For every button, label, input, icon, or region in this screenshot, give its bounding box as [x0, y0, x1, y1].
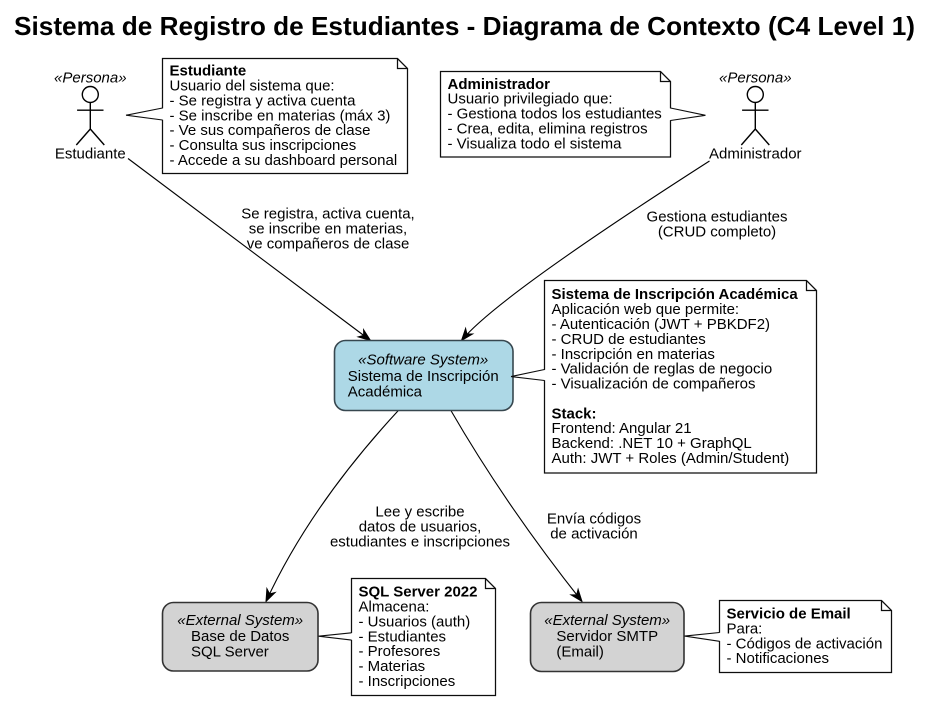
svg-text:- Ve sus compañeros de clase: - Ve sus compañeros de clase [170, 122, 371, 139]
svg-text:Servicio de Email: Servicio de Email [727, 606, 851, 623]
svg-text:- Inscripción en materias: - Inscripción en materias [552, 346, 715, 363]
svg-text:Usuario del sistema que:: Usuario del sistema que: [170, 78, 335, 95]
svg-text:Almacena:: Almacena: [359, 599, 430, 616]
svg-text:- Inscripciones: - Inscripciones [359, 673, 456, 690]
svg-text:- Consulta sus inscripciones: - Consulta sus inscripciones [170, 137, 357, 154]
svg-text:Gestiona estudiantes: Gestiona estudiantes [647, 209, 788, 226]
svg-text:- Se inscribe en materias (máx: - Se inscribe en materias (máx 3) [170, 107, 391, 124]
svg-text:Servidor SMTP: Servidor SMTP [556, 628, 658, 645]
svg-text:Base de Datos: Base de Datos [191, 628, 289, 645]
svg-text:Aplicación web que permite:: Aplicación web que permite: [552, 301, 740, 318]
svg-text:Estudiante: Estudiante [55, 146, 126, 163]
svg-text:- Códigos de activación: - Códigos de activación [727, 635, 883, 652]
svg-text:«External System»: «External System» [544, 612, 670, 629]
svg-text:- Accede a su dashboard person: - Accede a su dashboard personal [170, 152, 398, 169]
svg-text:Sistema de Registro de Estudia: Sistema de Registro de Estudiantes - Dia… [14, 11, 915, 41]
svg-text:SQL Server: SQL Server [191, 643, 269, 660]
svg-text:- Notificaciones: - Notificaciones [727, 650, 830, 667]
svg-text:- Visualización de compañeros: - Visualización de compañeros [552, 376, 756, 393]
svg-text:Usuario privilegiado que:: Usuario privilegiado que: [448, 91, 613, 108]
svg-text:«External System»: «External System» [177, 612, 303, 629]
svg-text:SQL Server 2022: SQL Server 2022 [359, 584, 478, 601]
svg-text:Envía códigos: Envía códigos [547, 511, 641, 528]
svg-text:- Validación de reglas de nego: - Validación de reglas de negocio [552, 361, 773, 378]
svg-text:- Visualiza todo el sistema: - Visualiza todo el sistema [448, 135, 623, 152]
svg-text:- Materias: - Materias [359, 658, 426, 675]
svg-text:Stack:: Stack: [552, 405, 597, 422]
svg-text:Lee y escribe: Lee y escribe [375, 504, 464, 521]
svg-text:(CRUD completo): (CRUD completo) [658, 223, 776, 240]
svg-text:«Software System»: «Software System» [358, 352, 488, 369]
svg-text:Se registra, activa cuenta,: Se registra, activa cuenta, [241, 206, 414, 223]
svg-text:Académica: Académica [348, 384, 423, 401]
svg-text:- CRUD de estudiantes: - CRUD de estudiantes [552, 331, 706, 348]
svg-text:ve compañeros de clase: ve compañeros de clase [247, 235, 410, 252]
svg-text:de activación: de activación [550, 525, 638, 542]
svg-text:Administrador: Administrador [709, 146, 802, 163]
svg-text:Frontend: Angular 21: Frontend: Angular 21 [552, 420, 692, 437]
svg-text:datos de usuarios,: datos de usuarios, [359, 518, 482, 535]
svg-text:(Email): (Email) [556, 643, 604, 660]
svg-text:Sistema de Inscripción Académi: Sistema de Inscripción Académica [552, 286, 799, 303]
svg-text:- Profesores: - Profesores [359, 643, 441, 660]
svg-text:estudiantes e inscripciones: estudiantes e inscripciones [330, 533, 510, 550]
svg-text:se inscribe en materias,: se inscribe en materias, [249, 220, 407, 237]
svg-text:Estudiante: Estudiante [170, 63, 247, 80]
svg-text:- Autenticación (JWT + PBKDF2): - Autenticación (JWT + PBKDF2) [552, 316, 771, 333]
svg-text:«Persona»: «Persona» [719, 70, 792, 87]
svg-text:Administrador: Administrador [448, 76, 551, 93]
svg-text:Para:: Para: [727, 620, 763, 637]
svg-text:«Persona»: «Persona» [54, 70, 127, 87]
svg-text:- Estudiantes: - Estudiantes [359, 628, 447, 645]
svg-text:- Se registra y activa cuenta: - Se registra y activa cuenta [170, 93, 357, 110]
svg-text:- Crea, edita, elimina registr: - Crea, edita, elimina registros [448, 121, 648, 138]
svg-text:Sistema de Inscripción: Sistema de Inscripción [348, 368, 499, 385]
svg-text:Auth: JWT + Roles (Admin/Stude: Auth: JWT + Roles (Admin/Student) [552, 450, 790, 467]
svg-text:- Usuarios (auth): - Usuarios (auth) [359, 613, 471, 630]
svg-text:- Gestiona todos los estudiant: - Gestiona todos los estudiantes [448, 106, 662, 123]
svg-text:Backend: .NET 10 + GraphQL: Backend: .NET 10 + GraphQL [552, 435, 752, 452]
